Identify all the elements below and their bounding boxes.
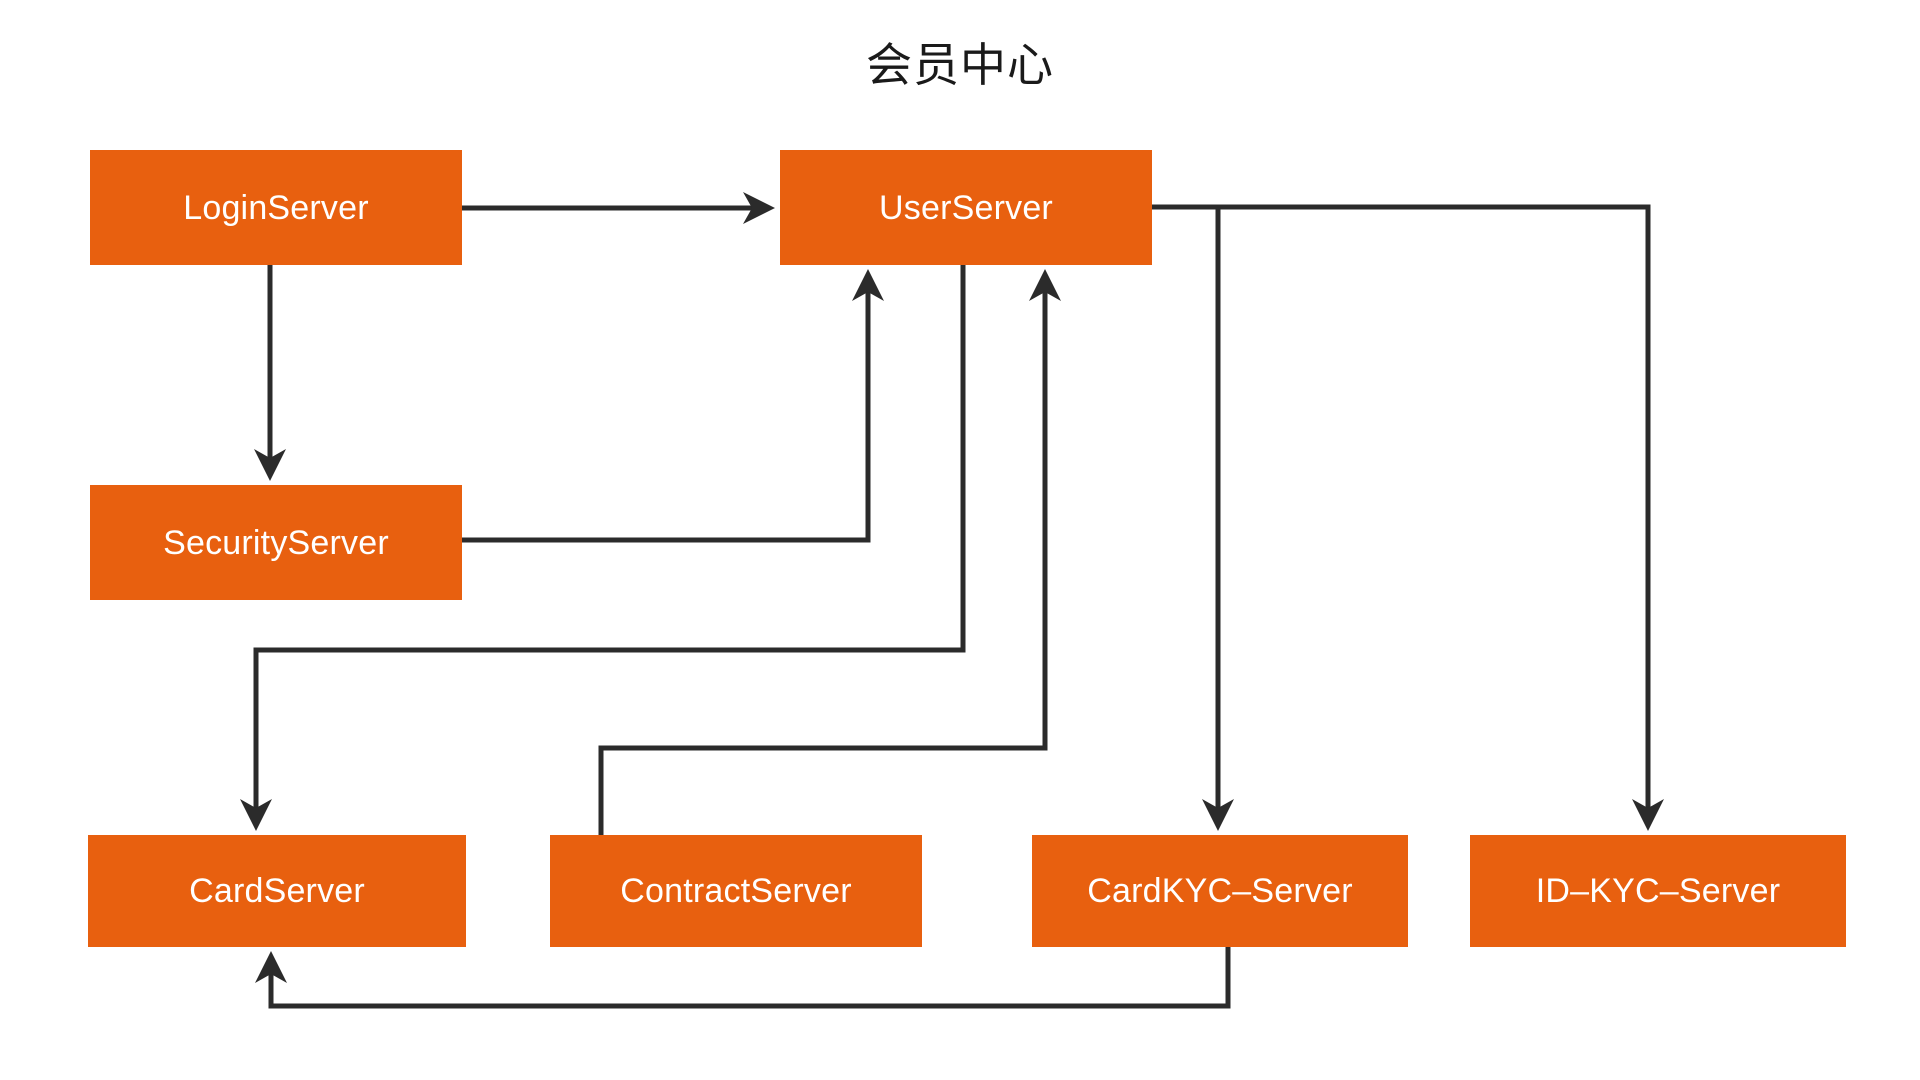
node-idkyc-server[interactable]: ID–KYC–Server — [1470, 835, 1846, 947]
node-contract-server[interactable]: ContractServer — [550, 835, 922, 947]
node-label: CardServer — [189, 872, 365, 910]
edge-card-to-user — [240, 265, 966, 832]
node-cardkyc-server[interactable]: CardKYC–Server — [1032, 835, 1408, 947]
node-label: ContractServer — [620, 872, 852, 910]
node-security-server[interactable]: SecurityServer — [90, 485, 462, 600]
node-label: UserServer — [879, 188, 1053, 227]
node-label: SecurityServer — [163, 523, 389, 562]
diagram-title: 会员中心 — [866, 38, 1054, 92]
node-label: CardKYC–Server — [1087, 872, 1353, 910]
node-login-server[interactable]: LoginServer — [90, 150, 462, 265]
edge-user-to-idkyc — [1152, 204, 1664, 832]
edge-cardkyc-to-card — [255, 947, 1231, 1009]
edge-contract-to-user — [598, 268, 1061, 835]
edge-user-to-cardkyc — [1152, 204, 1234, 832]
node-label: LoginServer — [183, 188, 369, 227]
node-card-server[interactable]: CardServer — [88, 835, 466, 947]
node-user-server[interactable]: UserServer — [780, 150, 1152, 265]
node-label: ID–KYC–Server — [1535, 872, 1781, 910]
edge-security-to-user — [462, 268, 884, 543]
